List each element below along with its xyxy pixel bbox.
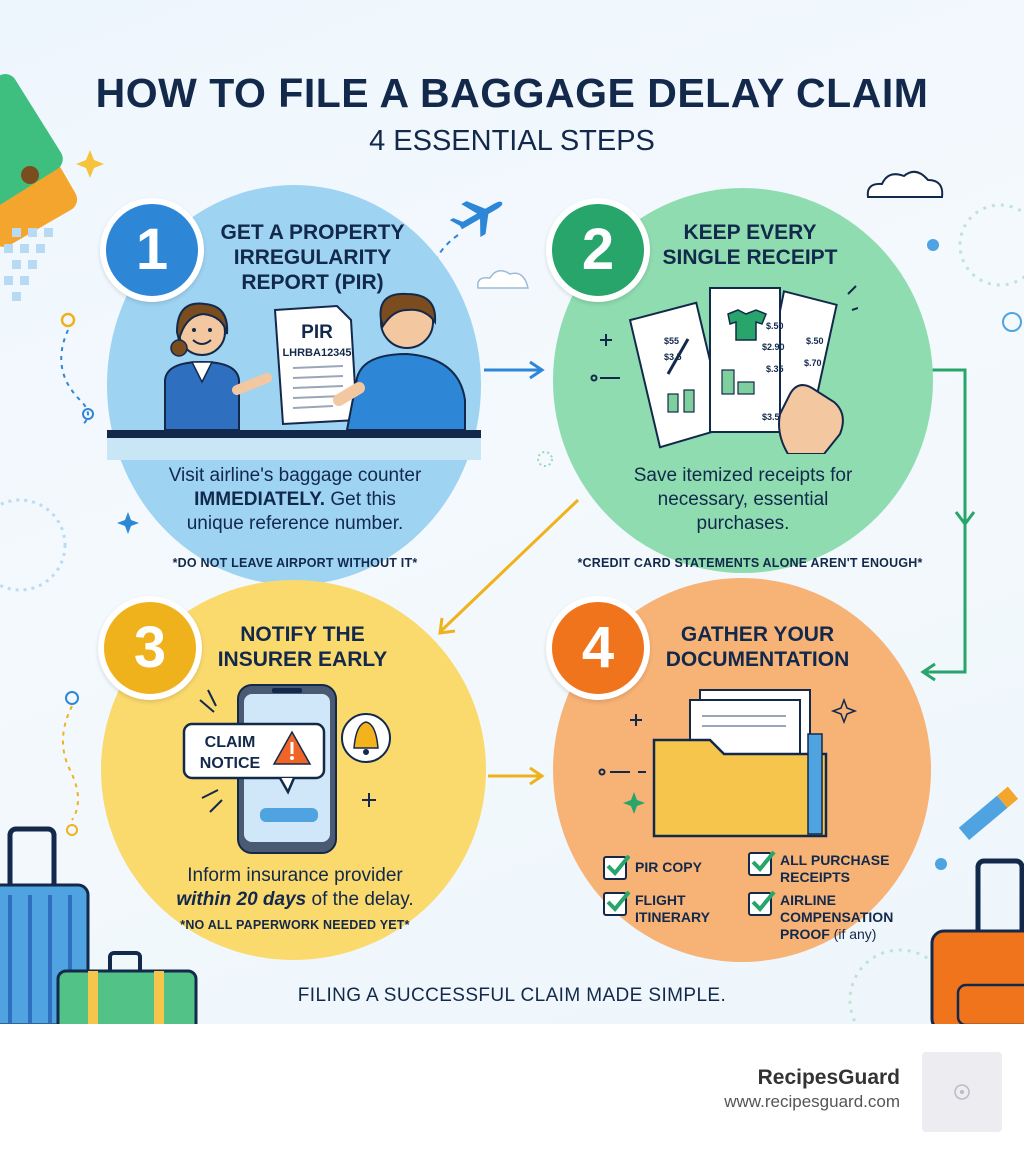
- folder-icon: [652, 689, 828, 838]
- svg-text:$.50: $.50: [806, 336, 824, 346]
- wallet-icon: [0, 74, 78, 247]
- airplane-icon: [449, 201, 503, 238]
- svg-text:CLAIM: CLAIM: [205, 734, 256, 751]
- document-icon: PIR LHRBA12345: [273, 304, 359, 426]
- pir-doc-label: PIR: [301, 322, 333, 343]
- brand-name: RecipesGuard: [757, 1066, 900, 1089]
- step-3-description: Inform insurance provider within 20 days…: [176, 865, 414, 910]
- bell-icon: [341, 713, 391, 763]
- step-1-illustration: PIR LHRBA12345: [107, 292, 481, 460]
- page-subtitle: 4 ESSENTIAL STEPS: [369, 125, 655, 157]
- checklist-item: PIR COPY: [635, 859, 702, 875]
- pir-doc-code: LHRBA12345: [282, 347, 351, 359]
- footer-tagline: FILING A SUCCESSFUL CLAIM MADE SIMPLE.: [297, 985, 727, 1006]
- brand-footer: RecipesGuard www.recipesguard.com: [0, 1024, 1024, 1154]
- svg-text:$55: $55: [664, 336, 679, 346]
- checkbox-icon: [748, 850, 776, 876]
- svg-text:$.50: $.50: [766, 321, 784, 331]
- svg-text:$3.5: $3.5: [664, 352, 682, 362]
- traveler-icon: [333, 292, 466, 431]
- checkbox-icon: [603, 854, 631, 880]
- claim-bubble: CLAIM NOTICE: [182, 722, 326, 795]
- checkbox-icon: [603, 890, 631, 916]
- sparkle-icon: [623, 792, 645, 814]
- cloud-icon: [866, 170, 944, 198]
- background-decorations: [0, 74, 1024, 1024]
- step-1-description: Visit airline's baggage counter IMMEDIAT…: [168, 465, 422, 534]
- svg-text:$.70: $.70: [804, 358, 822, 368]
- step-2-badge: 2: [546, 198, 650, 302]
- step-1-badge: 1: [100, 198, 204, 302]
- page-title: HOW TO FILE A BAGGAGE DELAY CLAIM: [95, 70, 929, 116]
- step-3-note: *NO ALL PAPERWORK NEEDED YET*: [180, 918, 410, 932]
- brand-url[interactable]: www.recipesguard.com: [724, 1092, 900, 1111]
- airline-agent-icon: [164, 302, 272, 431]
- step-4-illustration: [598, 689, 858, 838]
- svg-text:NOTICE: NOTICE: [200, 755, 261, 772]
- svg-text:$3.50: $3.50: [762, 412, 785, 422]
- brand-logo: [922, 1052, 1002, 1132]
- checkbox-icon: [748, 890, 776, 916]
- svg-text:$2.90: $2.90: [762, 342, 785, 352]
- step-3-illustration: CLAIM NOTICE: [182, 684, 391, 854]
- step-3-badge: 3: [98, 596, 202, 700]
- step-2-note: *CREDIT CARD STATEMENTS ALONE AREN'T ENO…: [577, 556, 923, 570]
- infographic: HOW TO FILE A BAGGAGE DELAY CLAIM 4 ESSE…: [0, 0, 1024, 1024]
- suitcase-icon: [930, 858, 1024, 1024]
- warning-icon: [272, 730, 312, 765]
- sparkle-icon: [76, 150, 104, 178]
- step-2-illustration: $55 $3.5 $.50 $2.90 $.35 $3.50 $.50 $.70: [628, 285, 858, 454]
- step-1-note: *DO NOT LEAVE AIRPORT WITHOUT IT*: [172, 556, 418, 570]
- step-4-badge: 4: [546, 596, 650, 700]
- svg-text:$.35: $.35: [766, 364, 784, 374]
- suitcase-icon: [0, 826, 198, 1024]
